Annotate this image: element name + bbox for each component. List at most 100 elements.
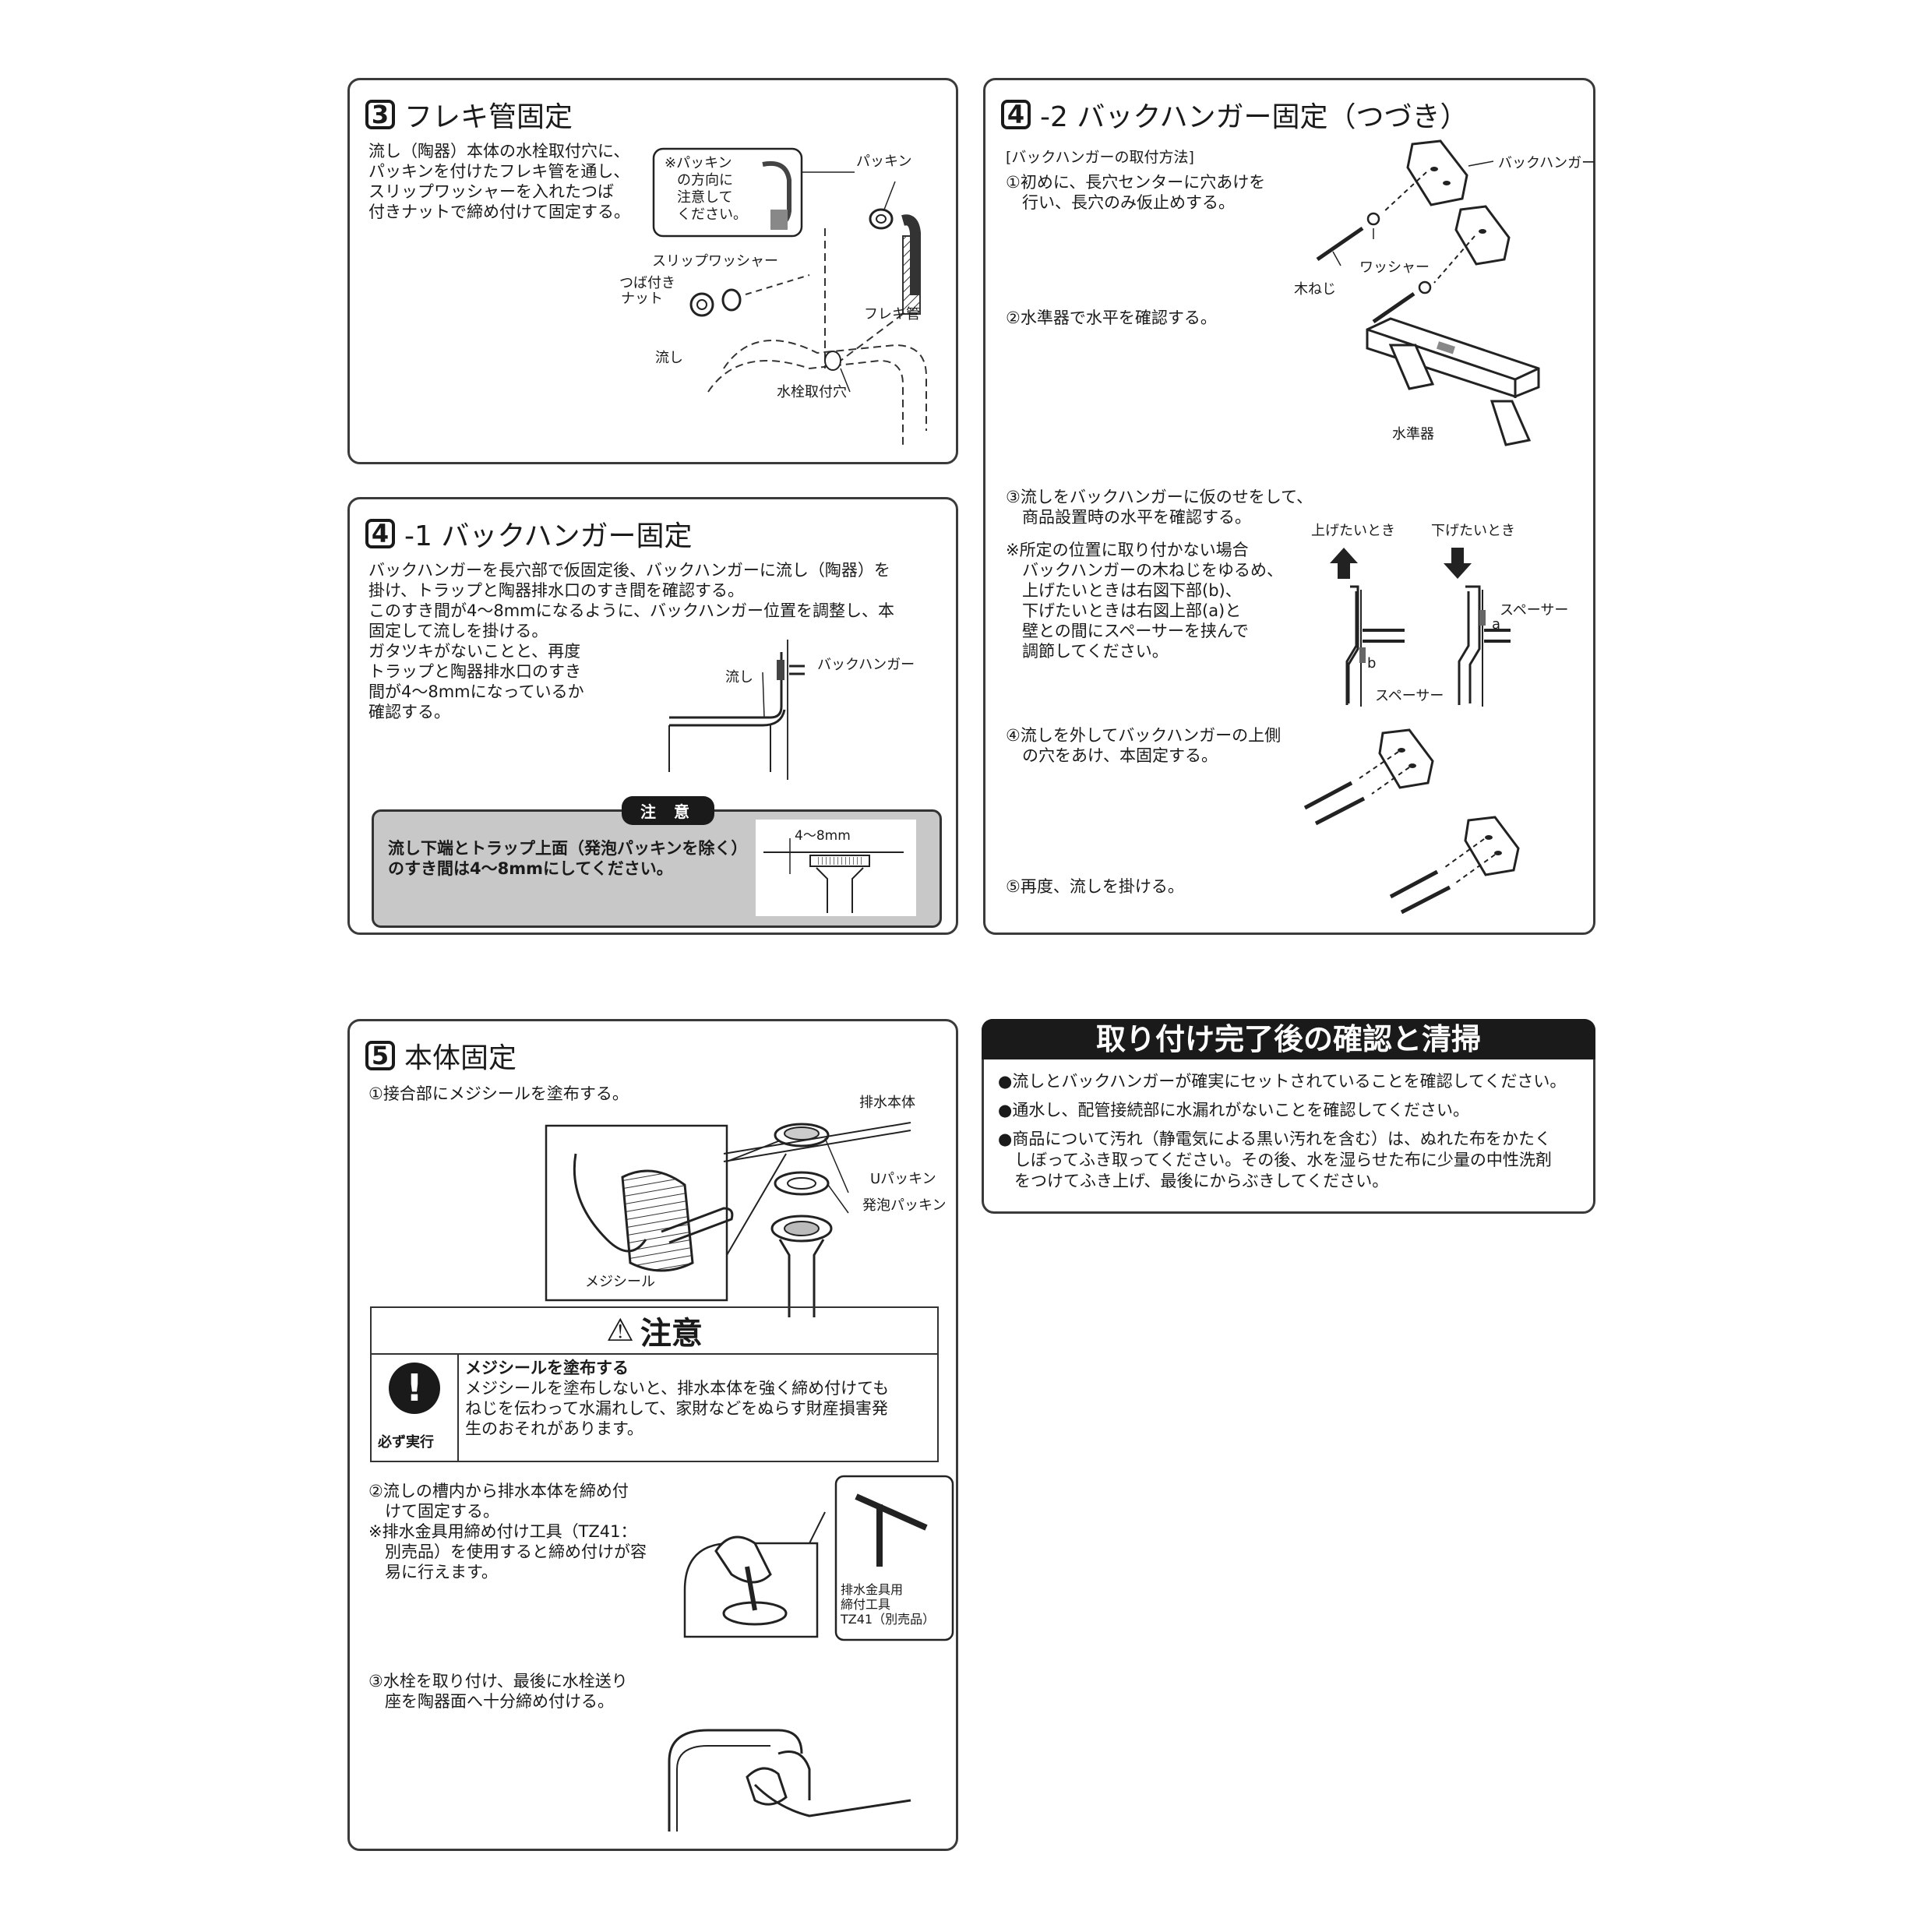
- final-check-panel: 取り付け完了後の確認と清掃 ●流しとバックハンガーが確実にセットされていることを…: [982, 1019, 1595, 1214]
- warning-header: ⚠ 注意: [372, 1308, 937, 1355]
- tool-label: 排水金具用 締付工具 TZ41（別売品）: [841, 1582, 935, 1627]
- note-line: バックハンガーの木ねじをゆるめ、: [1006, 561, 1283, 580]
- step-number: 3: [365, 100, 395, 129]
- down-arrow-icon: [1444, 548, 1472, 579]
- label-drain-body: 排水本体: [859, 1095, 915, 1111]
- step-line: 行い、長穴のみ仮止めする。: [1006, 193, 1235, 212]
- label-u-packing: Uパッキン: [870, 1171, 936, 1187]
- label-spacer-top: スペーサー: [1500, 602, 1569, 619]
- label-nut-2: ナット: [621, 291, 663, 307]
- label-spacer-bottom: スペーサー: [1375, 688, 1444, 704]
- up-arrow-icon: [1330, 548, 1358, 579]
- note-line: 上げたいときは右図下部(b)、: [1006, 581, 1242, 600]
- label-back-hanger: バックハンガー: [817, 657, 915, 673]
- warning-body: メジシールを塗布する メジシールを塗布しないと、排水本体を強く締め付けても ねじ…: [465, 1358, 889, 1439]
- section-title-text: 本体固定: [404, 1042, 517, 1074]
- note-line: ください。: [677, 206, 747, 223]
- note-line: ※所定の位置に取り付かない場合: [1006, 541, 1249, 559]
- must-do-cell: ! 必ず実行: [372, 1353, 459, 1461]
- section-4-1-instructions: バックハンガーを長穴部で仮固定後、バックハンガーに流し（陶器）を 掛け、トラップ…: [368, 560, 894, 722]
- label-back-hanger: バックハンガー: [1498, 155, 1596, 171]
- label-raise: 上げたいとき: [1311, 523, 1395, 539]
- section-5-panel: 5 本体固定 ①接合部にメジシールを塗布する。 排水本体 Uパッキン 発泡パッキ…: [347, 1019, 958, 1851]
- section-4-1-title: 4 -1 バックハンガー固定: [365, 513, 693, 554]
- section-3-instructions: 流し（陶器）本体の水栓取付穴に、 パッキンを付けたフレキ管を通し、 スリップワッ…: [368, 141, 630, 222]
- text-line: 流し（陶器）本体の水栓取付穴に、: [368, 142, 630, 160]
- step-line: ②水準器で水平を確認する。: [1006, 308, 1217, 327]
- note-line: 壁との間にスペーサーを挟んで: [1006, 622, 1249, 640]
- label-sink: 流し: [725, 669, 753, 686]
- final-fix-diagram: [1303, 728, 1520, 915]
- drain-seal-diagram: [545, 1122, 911, 1317]
- step-2: ②水準器で水平を確認する。: [1006, 308, 1217, 328]
- warning-triangle-icon: ⚠: [606, 1313, 634, 1349]
- label-flex-pipe: フレキ管: [864, 306, 920, 323]
- caution-text: 流し下端とトラップ上面（発泡パッキンを除く） のすき間は4～8mmにしてください…: [388, 838, 747, 879]
- label-level: 水準器: [1392, 426, 1434, 442]
- text-line: 付きナットで締め付けて固定する。: [368, 203, 630, 221]
- note-line: 注意して: [677, 189, 733, 206]
- step-3: ③水栓を取り付け、最後に水栓送り 座を陶器面へ十分締め付ける。: [368, 1671, 628, 1712]
- step-2: ②流しの槽内から排水本体を締め付 けて固定する。 ※排水金具用締め付け工具（TZ…: [368, 1481, 647, 1582]
- label-b: b: [1367, 655, 1377, 672]
- note-line: 下げたいときは右図上部(a)と: [1006, 601, 1242, 620]
- check-item: ●通水し、配管接続部に水漏れがないことを確認してください。: [998, 1101, 1470, 1119]
- step-1: ①接合部にメジシールを塗布する。: [368, 1084, 629, 1104]
- section-5-title: 5 本体固定: [365, 1035, 516, 1076]
- step-5: ⑤再度、流しを掛ける。: [1006, 876, 1184, 897]
- caution-line: のすき間は4～8mmにしてください。: [388, 859, 673, 878]
- exclamation-icon: !: [389, 1363, 440, 1414]
- level-diagram: [1366, 317, 1540, 446]
- packing-note: ※パッキン の方向に 注意して ください。: [665, 155, 747, 224]
- step-line: 易に行えます。: [368, 1563, 498, 1581]
- step-4: ④流しを外してバックハンガーの上側 の穴をあけ、本固定する。: [1006, 725, 1281, 766]
- label-gap: 4～8mm: [795, 828, 851, 844]
- label-faucet-hole: 水栓取付穴: [777, 384, 847, 400]
- step-line: ※排水金具用締め付け工具（TZ41：: [368, 1522, 637, 1541]
- sink-hanger-diagram: [668, 640, 805, 780]
- text-line: 確認する。: [368, 703, 450, 721]
- text-line: トラップと陶器排水口のすき: [368, 662, 581, 681]
- warning-title: 注意: [640, 1316, 703, 1352]
- step-line: 別売品）を使用すると締め付けが容: [368, 1542, 647, 1561]
- gap-diagram: 4～8mm: [756, 820, 916, 916]
- text-line: このすき間が4～8mmになるように、バックハンガー位置を調整し、本: [368, 601, 894, 620]
- flex-pipe-diagram: [652, 147, 927, 446]
- text-line: 固定して流しを掛ける。: [368, 622, 548, 640]
- note-line: ※パッキン: [665, 155, 732, 171]
- check-item: ●流しとバックハンガーが確実にセットされていることを確認してください。: [998, 1072, 1567, 1091]
- step-line: ②流しの槽内から排水本体を締め付: [368, 1482, 629, 1500]
- spacer-diagram: [1330, 548, 1511, 707]
- section-3-panel: 3 フレキ管固定 流し（陶器）本体の水栓取付穴に、 パッキンを付けたフレキ管を通…: [347, 78, 958, 464]
- step-3: ③流しをバックハンガーに仮のせをして、 商品設置時の水平を確認する。: [1006, 487, 1313, 527]
- section-title-text: -2 バックハンガー固定（つづき）: [1040, 101, 1468, 133]
- step-line: の穴をあけ、本固定する。: [1006, 746, 1218, 765]
- step-line: ③水栓を取り付け、最後に水栓送り: [368, 1672, 628, 1690]
- section-4-2-panel: 4 -2 バックハンガー固定（つづき） [バックハンガーの取付方法] ①初めに、…: [983, 78, 1595, 935]
- label-slip-washer: スリップワッシャー: [652, 253, 778, 270]
- label-seal: メジシール: [585, 1274, 655, 1290]
- final-check-title: 取り付け完了後の確認と清掃: [982, 1019, 1595, 1059]
- text-line: スリップワッシャーを入れたつば: [368, 182, 614, 201]
- adjust-note: ※所定の位置に取り付かない場合 バックハンガーの木ねじをゆるめ、 上げたいときは…: [1006, 540, 1283, 661]
- hanger-screw-diagram: [1316, 139, 1511, 324]
- section-3-title: 3 フレキ管固定: [365, 94, 573, 135]
- faucet-install-diagram: [668, 1729, 911, 1832]
- check-item-cont: をつけてふき上げ、最後にからぶきしてください。: [998, 1172, 1389, 1190]
- step-1: ①初めに、長穴センターに穴あけを 行い、長穴のみ仮止めする。: [1006, 172, 1265, 213]
- check-item-cont: しぼってふき取ってください。その後、水を湿らせた布に少量の中性洗剤: [998, 1151, 1552, 1169]
- tool-line: TZ41（別売品）: [841, 1612, 936, 1627]
- section-4-1-panel: 4 -1 バックハンガー固定 バックハンガーを長穴部で仮固定後、バックハンガーに…: [347, 497, 958, 935]
- warning-table: ⚠ 注意 ! 必ず実行 メジシールを塗布する メジシールを塗布しないと、排水本体…: [370, 1306, 939, 1462]
- label-foam-packing: 発泡パッキン: [862, 1197, 947, 1214]
- label-nut-1: つば付き: [619, 275, 675, 291]
- tightening-tool-diagram: [683, 1475, 954, 1641]
- tool-line: 排水金具用: [841, 1582, 904, 1597]
- text-line: ガタツキがないことと、再度: [368, 642, 581, 661]
- section-title-text: フレキ管固定: [404, 101, 573, 133]
- section-title-text: -1 バックハンガー固定: [404, 520, 693, 552]
- step-line: ④流しを外してバックハンガーの上側: [1006, 726, 1282, 745]
- step-line: ①接合部にメジシールを塗布する。: [368, 1084, 629, 1103]
- warning-line: ねじを伝わって水漏れして、家財などをぬらす財産損害発: [465, 1399, 888, 1418]
- text-line: パッキンを付けたフレキ管を通し、: [368, 162, 630, 181]
